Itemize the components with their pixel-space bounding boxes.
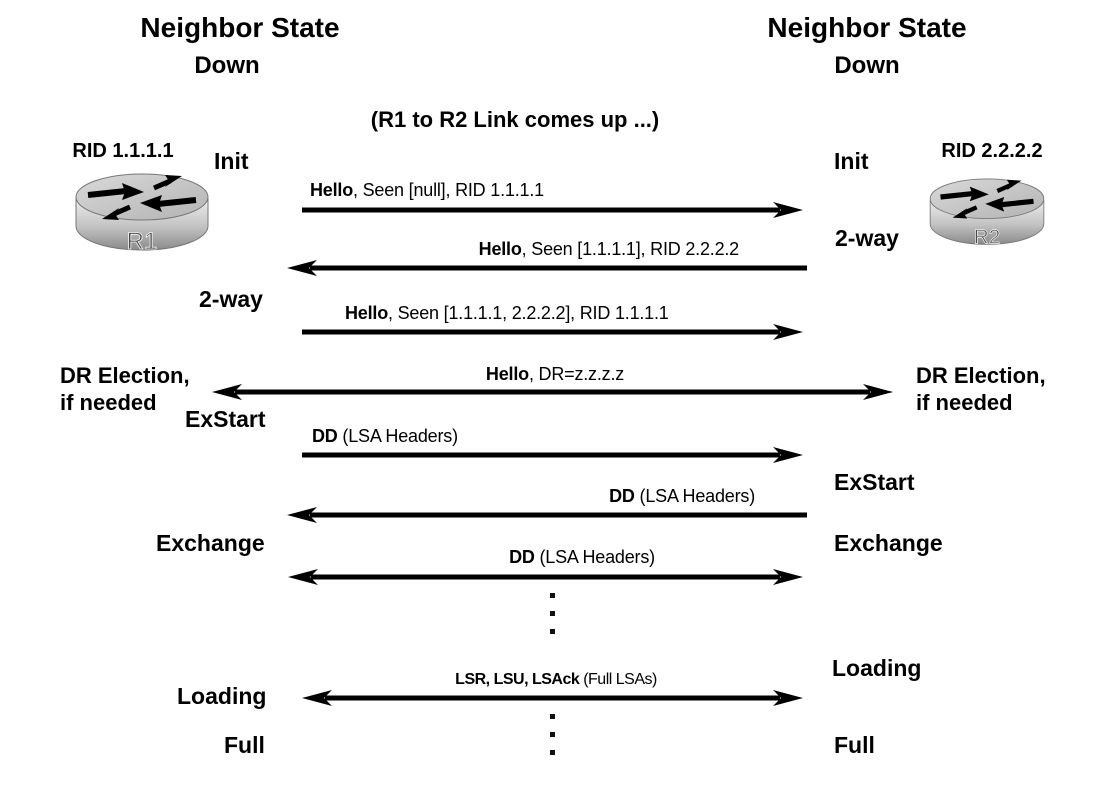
left-state-2way: 2-way [199,286,263,312]
message-label-dd-2: DD (LSA Headers) [609,486,755,506]
arrow-right-hello-1 [302,202,803,218]
left-neighbor-state-title: Neighbor State [140,12,340,43]
continuation-dot [550,732,555,737]
message-label-hello-1: Hello, Seen [null], RID 1.1.1.1 [310,180,544,200]
r2-name-label: R2 [974,226,1000,249]
arrow-left-dd-2 [287,507,807,523]
message-label-hello-dr: Hello, DR=z.z.z.z [485,364,625,384]
left-state-init: Init [214,148,249,174]
right-state-loading: Loading [832,655,922,681]
left-state-loading: Loading [177,683,267,709]
right-state-init: Init [834,148,869,174]
message-label-lsr-lsu-lsack: LSR, LSU, LSAck (Full LSAs) [455,671,657,688]
left-state-full: Full [224,732,265,758]
left-state-down: Down [194,52,260,79]
router-pinwheel-arrows [940,179,1034,219]
arrow-right-hello-3 [302,324,803,340]
message-label-hello-3: Hello, Seen [1.1.1.1, 2.2.2.2], RID 1.1.… [345,303,669,323]
arrow-both-lsr [302,690,803,706]
right-neighbor-state-title: Neighbor State [767,12,967,43]
message-label-hello-2: Hello, Seen [1.1.1.1], RID 2.2.2.2 [478,239,740,259]
right-state-2way: 2-way [835,225,899,251]
right-state-exchange: Exchange [834,530,943,556]
right-dr-election-line1: DR Election, [916,363,1046,388]
arrow-right-dd-1 [302,447,803,463]
router-r1-icon: R1 [75,173,209,255]
r1-rid-label: RID 1.1.1.1 [72,140,174,162]
router-r2-icon: R2 [929,178,1045,249]
router-pinwheel-arrows [87,175,197,220]
arrow-both-hello-dr [212,384,893,400]
right-state-full: Full [834,732,875,758]
left-state-exchange: Exchange [156,530,265,556]
left-dr-election-line1: DR Election, [60,363,190,388]
right-state-exstart: ExStart [834,469,915,495]
r2-rid-label: RID 2.2.2.2 [941,140,1043,162]
left-dr-election-line2: if needed [60,390,157,415]
right-dr-election-line2: if needed [916,390,1013,415]
message-label-dd-3: DD (LSA Headers) [509,547,655,567]
continuation-dot [550,750,555,755]
right-state-down: Down [834,52,900,79]
continuation-dot [550,629,555,634]
arrow-both-dd-3 [288,569,803,585]
link-up-note: (R1 to R2 Link comes up ...) [370,107,660,132]
continuation-dot [550,714,555,719]
continuation-dot [550,611,555,616]
message-label-dd-1: DD (LSA Headers) [312,426,458,446]
left-state-exstart: ExStart [185,406,266,432]
r1-name-label: R1 [127,228,158,255]
arrow-left-hello-2 [287,260,807,276]
right-state-dr-election: DR Election, if needed [916,362,1046,416]
continuation-dot [550,593,555,598]
left-state-dr-election: DR Election, if needed [60,362,190,416]
